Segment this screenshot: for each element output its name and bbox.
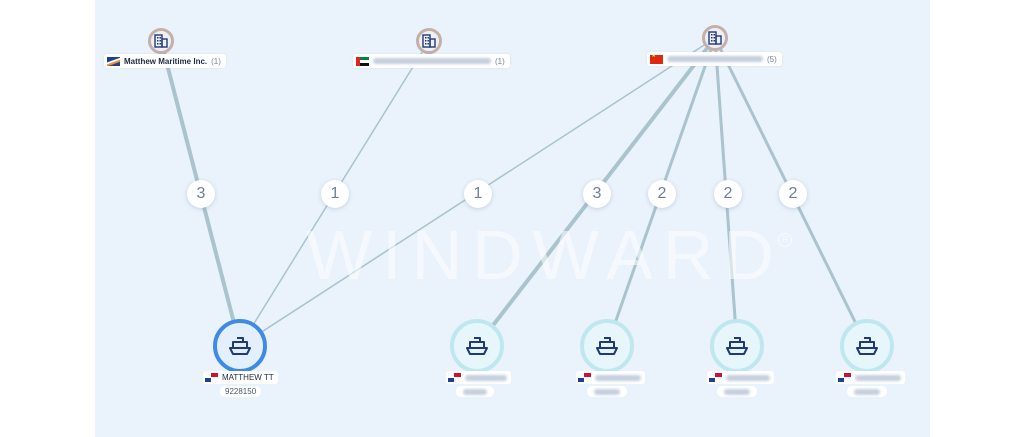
vessel-name: MATTHEW TT <box>222 373 274 382</box>
vessel-label-2[interactable] <box>446 371 511 384</box>
ship-icon <box>229 337 251 355</box>
china-flag-icon <box>650 54 663 64</box>
org-label-2[interactable]: (1) <box>353 54 510 68</box>
org-label-3[interactable]: (5) <box>647 52 782 66</box>
vessel-node-3[interactable] <box>580 319 634 373</box>
org-count: (5) <box>767 54 777 64</box>
redacted-vessel-name <box>595 374 641 381</box>
edge-weight-badge: 2 <box>714 180 742 208</box>
building-icon <box>708 31 722 45</box>
org-node-3[interactable] <box>702 25 728 51</box>
vessel-node-4[interactable] <box>710 319 764 373</box>
edge-weight-badge: 2 <box>648 180 676 208</box>
org-node-2[interactable] <box>416 28 442 54</box>
panama-flag-icon <box>709 373 722 382</box>
vessel-imo-redacted <box>717 386 757 397</box>
vessel-imo: 9228150 <box>220 386 262 397</box>
ship-icon <box>596 337 618 355</box>
redacted-org-name <box>373 58 491 64</box>
vessel-label-3[interactable] <box>576 371 645 384</box>
org-count: (1) <box>495 56 505 66</box>
vessel-label-4[interactable] <box>707 371 774 384</box>
redacted-vessel-name <box>465 374 507 381</box>
building-icon <box>154 34 168 48</box>
vessel-node-2[interactable] <box>450 319 504 373</box>
ship-icon <box>466 337 488 355</box>
vessel-node-5[interactable] <box>840 319 894 373</box>
ship-icon <box>856 337 878 355</box>
edge-weight-badge: 3 <box>187 180 215 208</box>
uae-flag-icon <box>356 56 369 66</box>
redacted-vessel-name <box>726 374 770 381</box>
org-node-1[interactable] <box>148 28 174 54</box>
vessel-imo-redacted <box>587 386 627 397</box>
redacted-vessel-name <box>855 374 901 381</box>
redacted-org-name <box>667 56 763 62</box>
org-name: Matthew Maritime Inc. <box>124 56 208 66</box>
panama-flag-icon <box>838 373 851 382</box>
vessel-label-5[interactable] <box>836 371 905 384</box>
edge-weight-badge: 1 <box>321 180 349 208</box>
marshall-islands-flag-icon <box>107 56 120 66</box>
vessel-imo-redacted <box>456 386 494 397</box>
panama-flag-icon <box>578 373 591 382</box>
network-graph-canvas[interactable]: WINDWARD R Matthew Maritime Inc. (1) (1) <box>95 0 930 437</box>
ship-icon <box>726 337 748 355</box>
edge-weight-badge: 2 <box>779 180 807 208</box>
panama-flag-icon <box>205 373 218 382</box>
edge-weight-badge: 3 <box>583 180 611 208</box>
panama-flag-icon <box>448 373 461 382</box>
vessel-imo-redacted <box>847 386 887 397</box>
registered-mark: R <box>778 233 792 247</box>
windward-watermark: WINDWARD <box>306 216 784 294</box>
org-count: (1) <box>211 56 221 66</box>
org-label-1[interactable]: Matthew Maritime Inc. (1) <box>104 54 226 68</box>
vessel-node-main[interactable] <box>213 319 267 373</box>
edge-weight-badge: 1 <box>464 180 492 208</box>
building-icon <box>422 34 436 48</box>
vessel-label-main[interactable]: MATTHEW TT <box>203 371 278 384</box>
